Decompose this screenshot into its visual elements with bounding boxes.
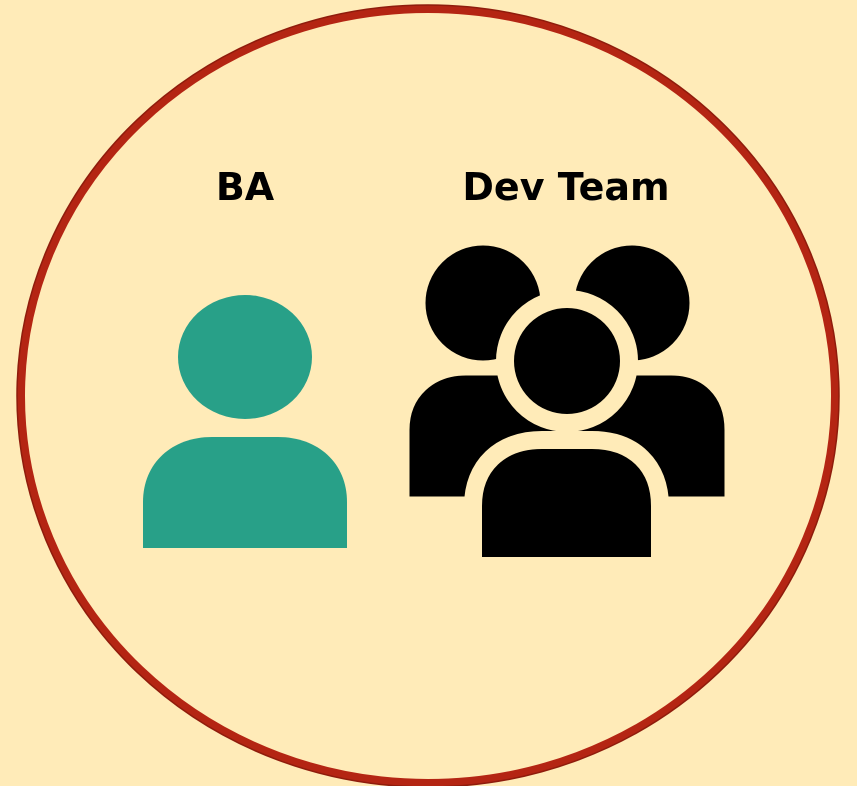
person-head bbox=[178, 295, 312, 419]
dev-team-label: Dev Team bbox=[462, 165, 669, 209]
front-body bbox=[464, 431, 669, 575]
ba-label: BA bbox=[216, 165, 275, 209]
group-icon bbox=[408, 244, 726, 575]
person-icon bbox=[143, 295, 347, 548]
group-member-front bbox=[464, 290, 669, 575]
person-body bbox=[143, 437, 347, 548]
front-head bbox=[496, 290, 638, 432]
outer-circle-edge bbox=[16, 4, 840, 786]
